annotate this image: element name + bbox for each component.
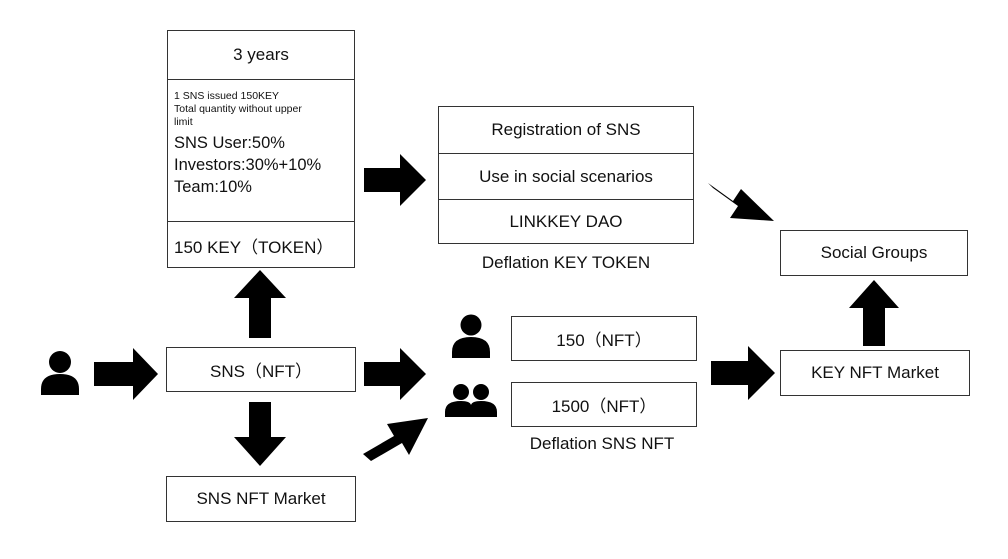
sns-nft-market-box: SNS NFT Market	[166, 476, 356, 522]
nft-1500-box: 1500（NFT）	[511, 382, 697, 427]
arrow-user-to-sns	[94, 348, 158, 400]
token-amount: 150 KEY（TOKEN）	[168, 221, 354, 268]
alloc-team: Team:10%	[174, 178, 252, 196]
token-period: 3 years	[233, 45, 289, 64]
token-usage-box: Registration of SNS Use in social scenar…	[438, 106, 694, 244]
arrow-usage-to-social	[708, 183, 774, 221]
arrow-nft-to-market	[711, 346, 775, 400]
arrow-market-to-social	[849, 280, 899, 346]
arrow-market-to-nft	[363, 418, 428, 461]
token-details: 1 SNS issued 150KEY Total quantity witho…	[168, 79, 354, 221]
arrow-sns-to-nft	[364, 348, 426, 400]
single-user-icon	[452, 314, 490, 358]
arrow-token-to-usage	[364, 154, 426, 206]
arrow-sns-to-market	[234, 402, 286, 466]
person-icon	[41, 351, 79, 395]
usage-registration: Registration of SNS	[491, 120, 641, 139]
deflation-token-caption: Deflation KEY TOKEN	[481, 253, 651, 272]
group-users-icon	[445, 384, 497, 417]
issue-rate: 1 SNS issued 150KEY	[174, 90, 280, 102]
supply-note: Total quantity without upper	[174, 103, 302, 115]
nft-150-box: 150（NFT）	[511, 316, 697, 361]
token-box: 3 years 1 SNS issued 150KEY Total quanti…	[167, 30, 355, 268]
key-nft-market-box: KEY NFT Market	[780, 350, 970, 396]
usage-dao: LINKKEY DAO	[439, 199, 693, 244]
alloc-sns-user: SNS User:50%	[174, 134, 285, 152]
social-groups-box: Social Groups	[780, 230, 968, 276]
sns-nft-box: SNS（NFT）	[166, 347, 356, 392]
alloc-investors: Investors:30%+10%	[174, 156, 322, 174]
arrow-sns-to-token	[234, 270, 286, 338]
deflation-nft-caption: Deflation SNS NFT	[529, 434, 675, 453]
supply-note-cont: limit	[174, 116, 193, 128]
usage-social-scenarios: Use in social scenarios	[439, 153, 693, 200]
